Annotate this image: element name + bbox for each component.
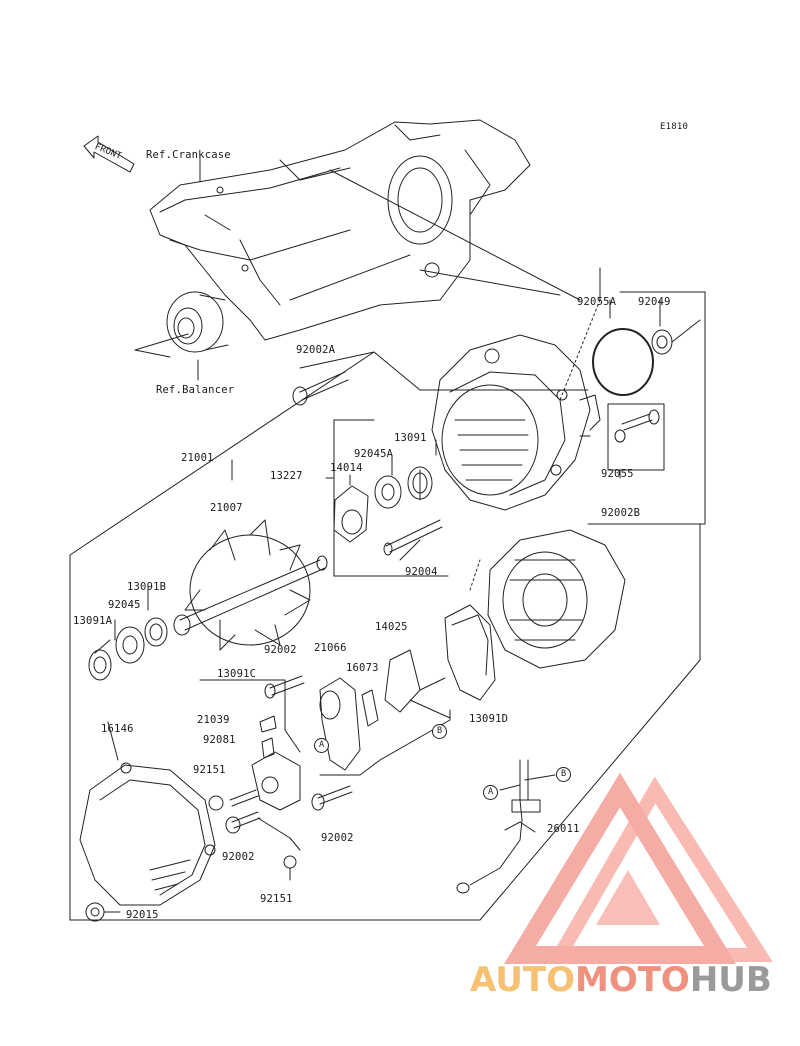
part-label-92004: 92004 xyxy=(405,566,438,578)
watermark-moto: MOTO xyxy=(574,960,690,1000)
generator-cover-drawing xyxy=(79,721,216,906)
part-label-92055A: 92055A xyxy=(577,296,617,308)
part-label-92151-a: 92151 xyxy=(193,764,226,776)
part-label-13091C: 13091C xyxy=(217,668,257,680)
part-label-16073: 16073 xyxy=(346,662,379,674)
bearing-92049-drawing xyxy=(651,319,701,355)
automotohub-watermark: AUTOMOTOHUB xyxy=(470,960,772,1000)
marker-a-regulator: A xyxy=(314,738,329,753)
part-label-92002-a: 92002 xyxy=(264,644,297,656)
part-label-21001: 21001 xyxy=(181,452,214,464)
part-label-13091B: 13091B xyxy=(127,581,167,593)
part-label-92002B: 92002B xyxy=(601,507,641,519)
part-label-14014: 14014 xyxy=(330,462,363,474)
part-label-26011: 26011 xyxy=(547,823,580,835)
shaft-92004-drawing xyxy=(383,519,443,556)
watermark-auto: AUTO xyxy=(470,960,575,1000)
bolt-92002a-drawing xyxy=(292,371,349,406)
part-label-21039: 21039 xyxy=(197,714,230,726)
part-label-92045: 92045 xyxy=(108,599,141,611)
lead-wire-drawing xyxy=(456,759,556,894)
rotor-drawing xyxy=(173,519,328,651)
bolt-92002b-drawing xyxy=(614,409,660,443)
bearing-set-drawing xyxy=(333,466,433,543)
part-label-21066: 21066 xyxy=(314,642,347,654)
part-label-14025: 14025 xyxy=(375,621,408,633)
part-label-92151-b: 92151 xyxy=(260,893,293,905)
reference-dashes xyxy=(469,299,601,591)
part-label-16146: 16146 xyxy=(101,723,134,735)
nut-92015-drawing xyxy=(85,902,121,922)
part-label-92002-b: 92002 xyxy=(222,851,255,863)
watermark-hub: HUB xyxy=(689,960,772,1000)
o-ring-drawing xyxy=(592,328,654,396)
marker-a-lead: A xyxy=(483,785,498,800)
part-label-13091A: 13091A xyxy=(73,615,113,627)
part-label-92002A: 92002A xyxy=(296,344,336,356)
part-label-21007: 21007 xyxy=(210,502,243,514)
part-label-13091D: 13091D xyxy=(469,713,509,725)
stator-housing-drawing xyxy=(431,334,601,511)
marker-b-regulator: B xyxy=(432,724,447,739)
part-label-92055: 92055 xyxy=(601,468,634,480)
rear-housing-drawing xyxy=(487,529,626,669)
stator-plate-drawing xyxy=(384,604,496,713)
part-label-92015: 92015 xyxy=(126,909,159,921)
ref-balancer-label: Ref.Balancer xyxy=(156,384,235,396)
left-bearing-set-drawing xyxy=(88,617,168,681)
part-label-92049: 92049 xyxy=(638,296,671,308)
marker-b-lead: B xyxy=(556,767,571,782)
part-label-92002-c: 92002 xyxy=(321,832,354,844)
part-label-13091: 13091 xyxy=(394,432,427,444)
front-arrow-icon xyxy=(83,135,135,173)
leader-lines xyxy=(69,169,706,921)
part-label-92081: 92081 xyxy=(203,734,236,746)
part-label-92045A: 92045A xyxy=(354,448,394,460)
automotohub-logo xyxy=(504,772,773,964)
balancer-gear-drawing xyxy=(134,154,229,381)
part-label-13227: 13227 xyxy=(270,470,303,482)
regulator-drawing xyxy=(199,675,451,881)
diagram-code-label: E1810 xyxy=(660,122,689,132)
ref-crankcase-label: Ref.Crankcase xyxy=(146,149,231,161)
